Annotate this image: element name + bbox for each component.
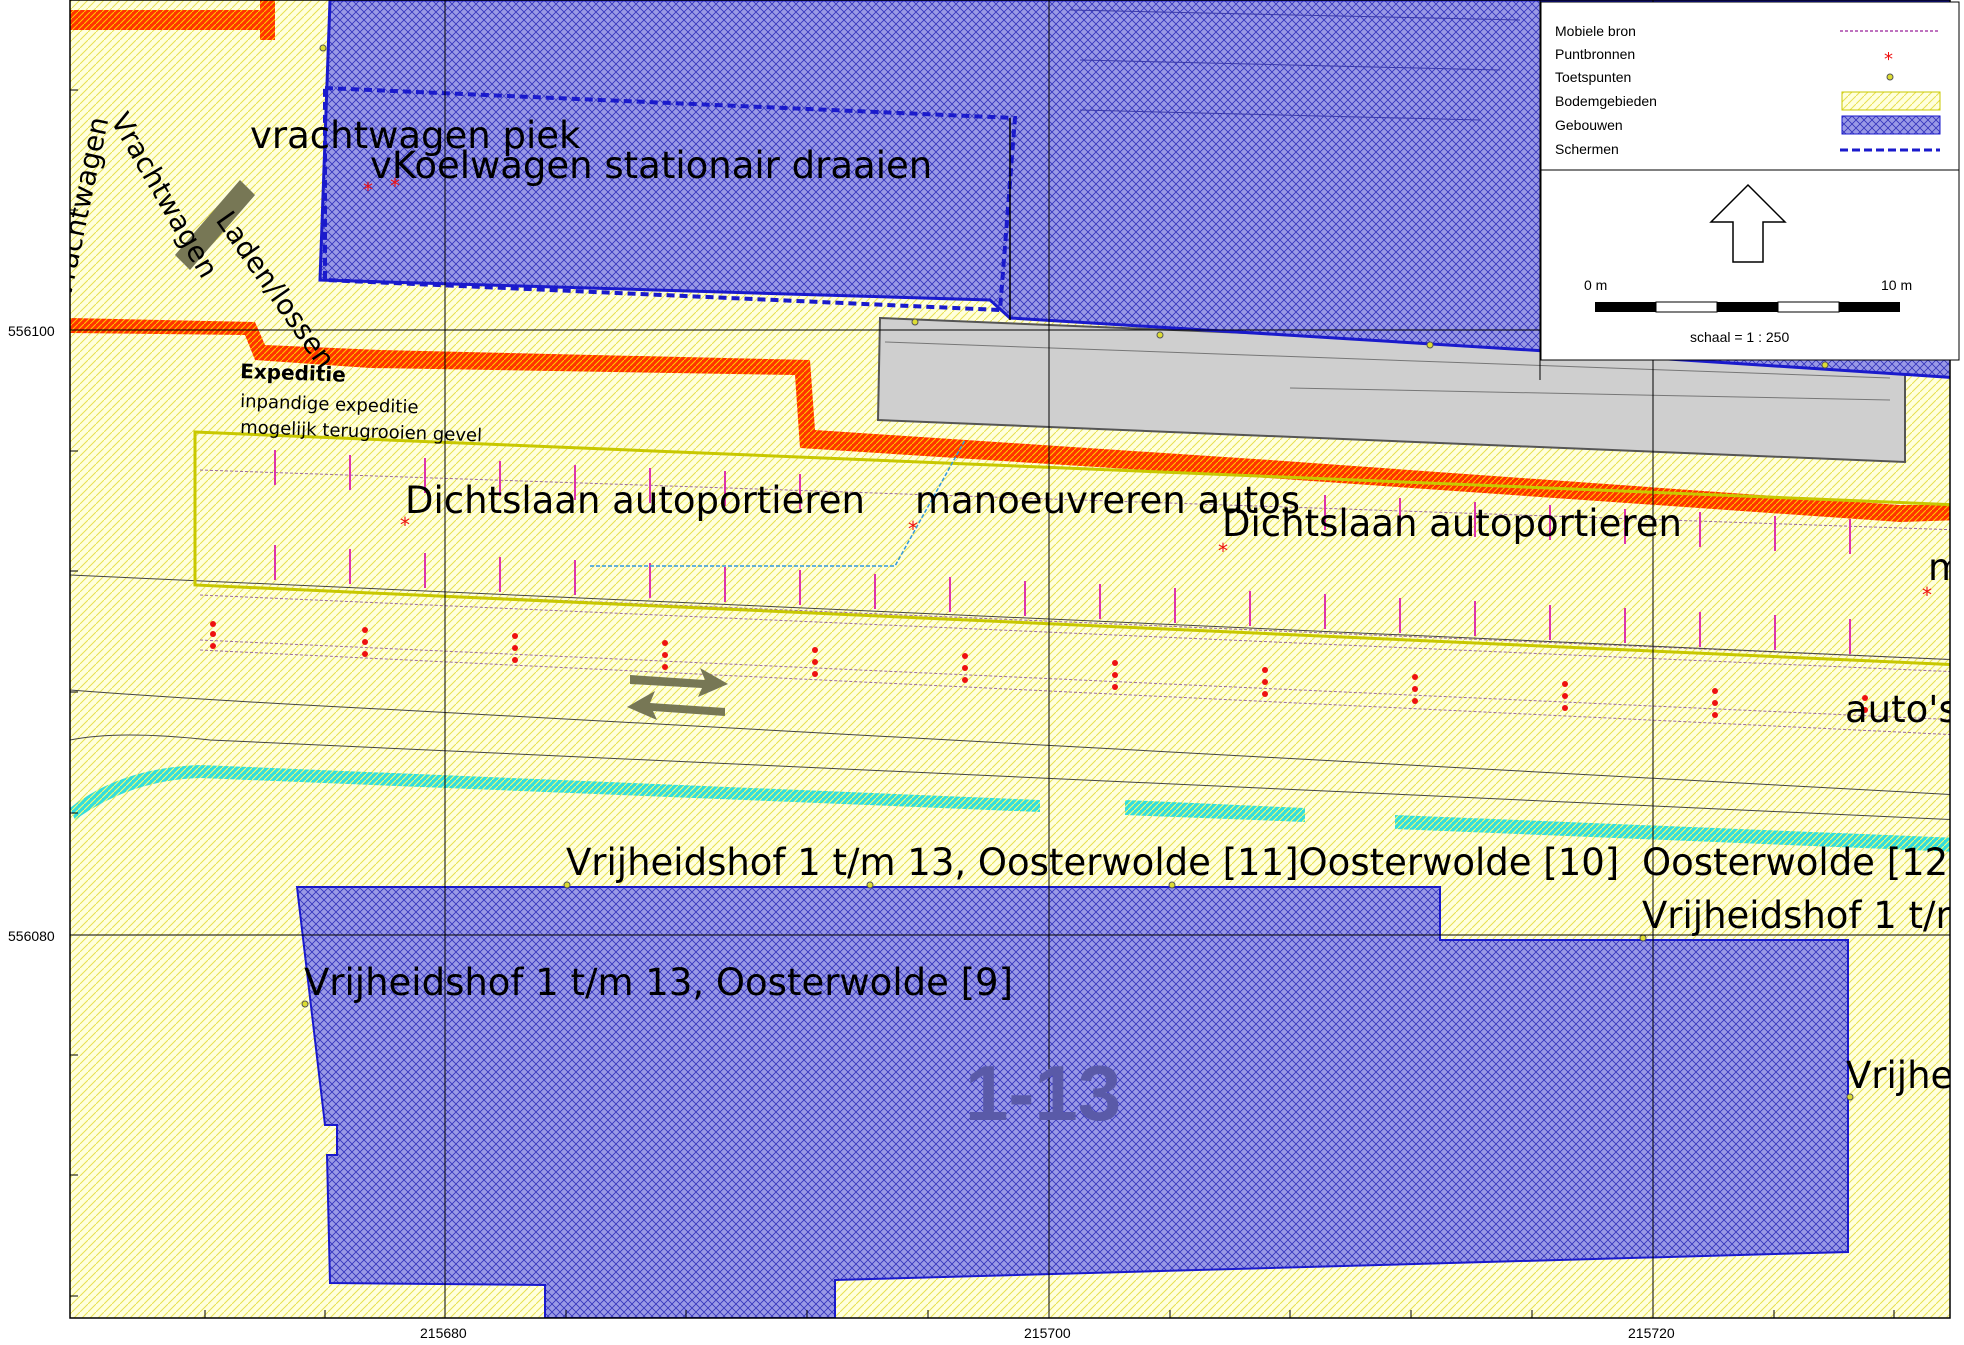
legend-panel: Mobiele bron Puntbronnen * Toetspunten B… [1540,1,1960,171]
cyan-screen-2 [1125,800,1305,822]
svg-text:*: * [908,517,918,541]
scale-left-label: 0 m [1584,277,1607,293]
cyan-screen-1 [70,765,1040,820]
scale-right-label: 10 m [1881,277,1912,293]
label-vrijheidshof-right: Vrijheidshof 1 t/m [1642,894,1964,937]
legend-building-swatch [1841,115,1941,135]
label-vrijheidshof-12: Oosterwolde [12] [1642,841,1963,884]
x-axis-label-1: 215680 [420,1325,467,1341]
svg-text:*: * [1922,583,1932,607]
north-arrow-icon [1709,183,1787,263]
traffic-arrows [175,180,728,720]
test-points [301,44,1854,1101]
scale-bar [1595,301,1900,313]
label-m-partial: m [1928,546,1964,589]
label-manoeuvreren: manoeuvreren autos [915,479,1300,522]
legend-label-point: Puntbronnen [1555,46,1635,62]
label-dichtslaan-1: Dichtslaan autoportieren [405,479,865,522]
scale-text: schaal = 1 : 250 [1690,329,1789,345]
map-border [69,0,1951,1319]
label-autos-partial: auto's [1845,688,1958,731]
svg-text:*: * [363,178,373,202]
scale-panel: 0 m 10 m schaal = 1 : 250 [1540,169,1960,361]
red-strip-top-post [260,0,275,40]
parking-ticks [274,450,1851,654]
y-axis-label-2: 556080 [8,928,55,944]
label-vrachtwagen-piek: vrachtwagen piek [250,114,581,157]
expeditie-title: Expeditie [240,359,346,387]
label-vrijheidshof-9: Vrijheidshof 1 t/m 13, Oosterwolde [9] [304,961,1013,1004]
svg-text:*: * [1218,539,1228,563]
building-number: 1-13 [965,1049,1121,1137]
label-koelwagen: vKoelwagen stationair draaien [370,144,932,187]
red-strip-top-left [70,10,270,30]
x-axis-label-3: 215720 [1628,1325,1675,1341]
y-axis-label-1: 556100 [8,323,55,339]
legend-label-test: Toetspunten [1555,69,1631,85]
x-axis-label-2: 215700 [1024,1325,1071,1341]
label-vrijhe-partial: Vrijhe [1846,1054,1953,1097]
legend-label-mobile: Mobiele bron [1555,23,1636,39]
legend-ground-swatch [1841,91,1941,111]
legend-point-swatch: * [1884,49,1893,70]
legend-test-swatch [1886,73,1894,81]
svg-text:*: * [390,174,400,198]
screen-top [323,85,1018,313]
point-source-dots [210,621,1868,718]
svg-text:*: * [400,513,410,537]
legend-label-building: Gebouwen [1555,117,1623,133]
point-source-asterisks: * * * * * * [363,174,1932,607]
label-vrijheidshof-overlap: Vrijheidshof 1 t/m 13, Oosterwolde [11]O… [566,841,1619,884]
red-strip-road [70,318,1950,522]
building-1-13 [295,886,1849,1318]
cyan-screen-3 [1395,815,1950,852]
parking-area [193,430,1950,667]
mobile-source-lines [199,469,1950,736]
label-dichtslaan-2: Dichtslaan autoportieren [1222,502,1682,545]
legend-label-ground: Bodemgebieden [1555,93,1657,109]
legend-label-screen: Schermen [1555,141,1619,157]
